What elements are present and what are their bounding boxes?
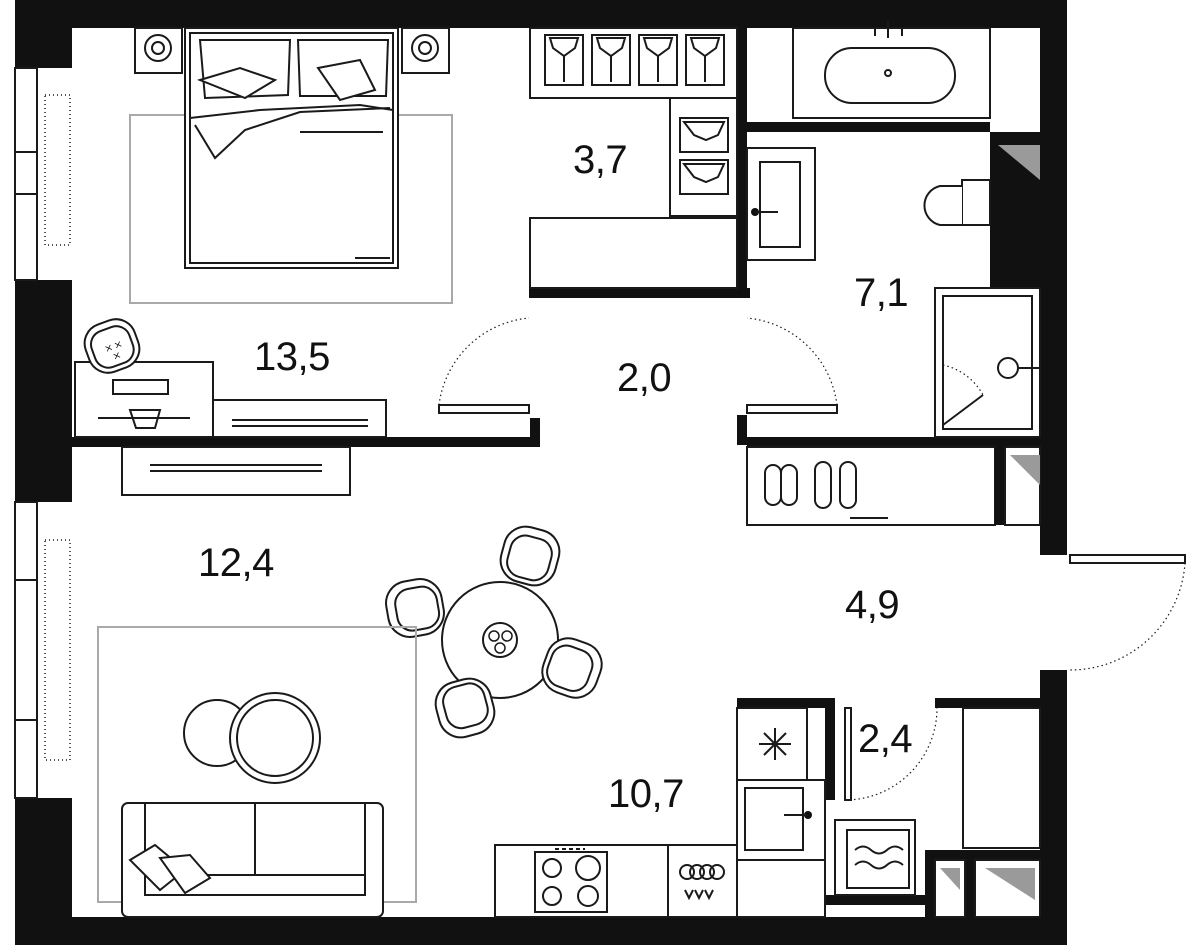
shirt-icon xyxy=(679,117,729,153)
shirt-icon xyxy=(544,34,584,86)
bedroom-furniture: × × × xyxy=(74,27,453,438)
toilet xyxy=(923,179,991,226)
living-window xyxy=(14,501,71,799)
wardrobe-furniture xyxy=(529,27,738,289)
area-label-living-room: 12,4 xyxy=(198,541,274,585)
shirt-icon xyxy=(685,34,725,86)
area-label-wardrobe: 3,7 xyxy=(573,138,627,182)
living-furniture xyxy=(97,446,417,918)
entrance-door xyxy=(1069,554,1186,564)
svg-text:×: × xyxy=(111,350,123,363)
storage-furniture xyxy=(834,707,1041,918)
area-label-entrance-hall: 4,9 xyxy=(845,583,899,627)
shirt-icon xyxy=(591,34,631,86)
hall-furniture xyxy=(746,446,1186,671)
shower xyxy=(934,287,1041,438)
area-label-kitchen: 10,7 xyxy=(608,772,684,816)
kitchen-furniture xyxy=(494,707,826,918)
area-label-hallway: 2,0 xyxy=(617,356,671,400)
desk-chair: × × × xyxy=(83,318,141,374)
snowflake-icon xyxy=(759,728,791,760)
shirt-icon xyxy=(638,34,678,86)
sink xyxy=(746,147,816,261)
bathroom-furniture xyxy=(746,20,1041,438)
dishwasher-icon xyxy=(679,864,725,901)
area-label-storage: 2,4 xyxy=(858,717,912,761)
area-label-bathroom: 7,1 xyxy=(854,271,908,315)
shoe-cabinet xyxy=(746,446,996,526)
svg-text:×: × xyxy=(113,339,125,352)
bedroom-window xyxy=(14,67,71,281)
desk xyxy=(74,361,214,438)
shirt-icon xyxy=(679,159,729,195)
hallway-doors xyxy=(438,317,838,414)
room-labels: 13,5 3,7 2,0 7,1 12,4 4,9 2,4 10,7 xyxy=(198,138,913,816)
svg-text:×: × xyxy=(103,342,115,355)
dresser xyxy=(212,399,387,438)
counter xyxy=(494,844,738,918)
dining-set xyxy=(385,525,603,739)
area-label-bedroom: 13,5 xyxy=(254,335,330,379)
